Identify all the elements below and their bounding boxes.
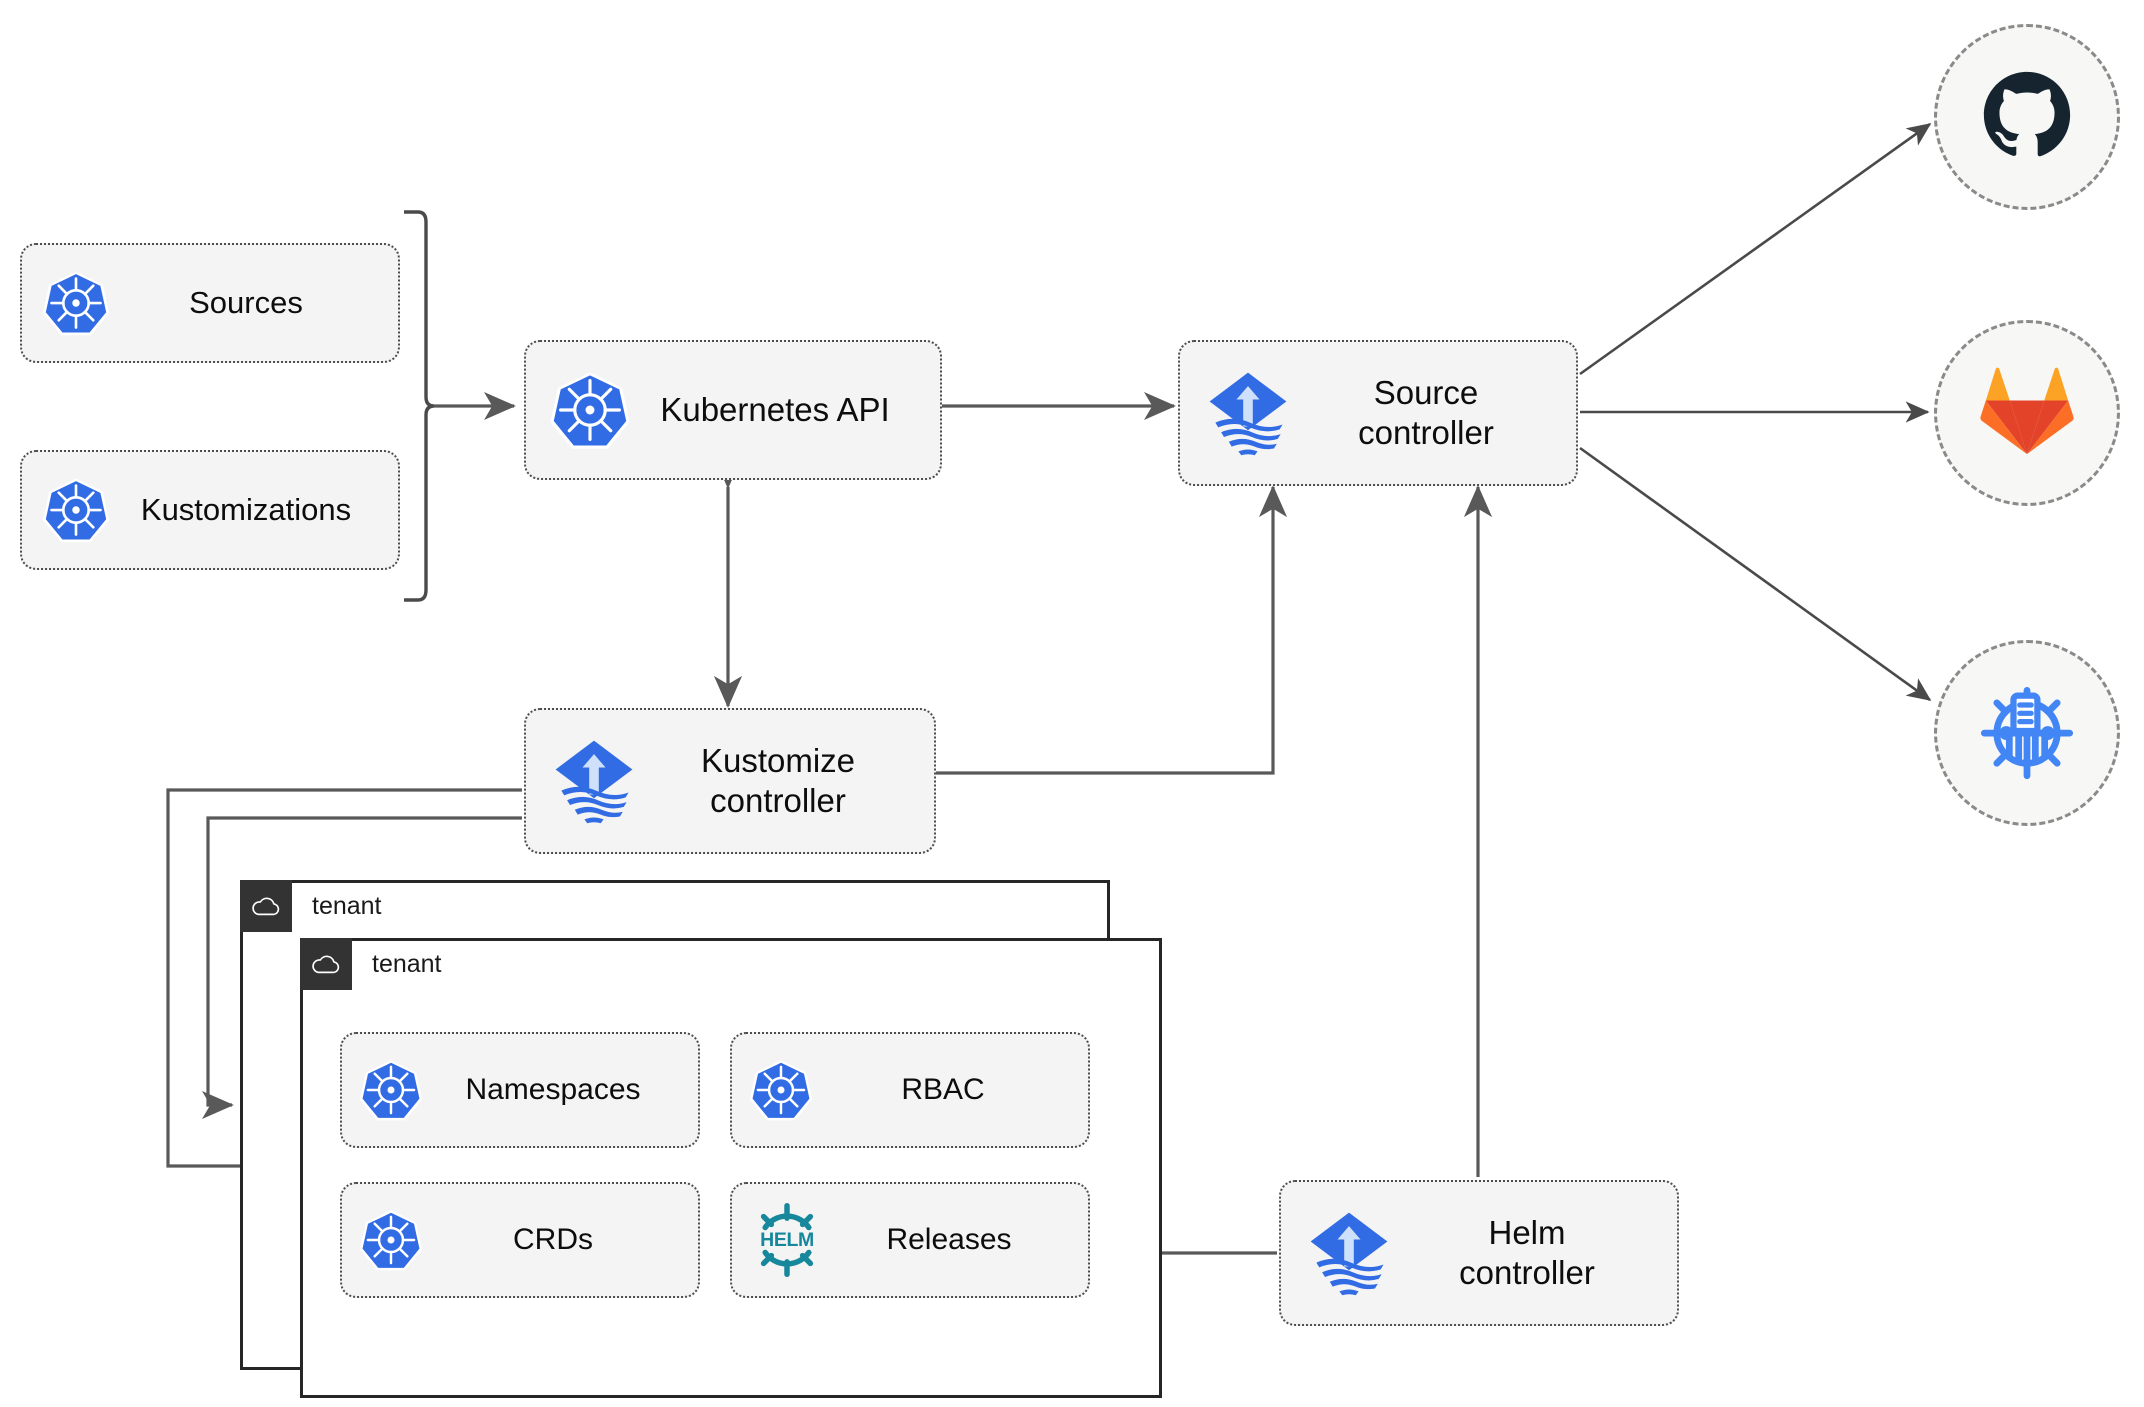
cloud-icon [240, 880, 292, 932]
node-label: Namespaces [465, 1073, 641, 1106]
kubernetes-icon [748, 1057, 814, 1123]
flux-icon [1301, 1205, 1397, 1301]
gitlab-icon [1979, 366, 2075, 461]
cloud-icon [300, 938, 352, 990]
node-label: Kustomize controller [700, 742, 856, 819]
helm-icon: HELM [748, 1201, 826, 1279]
node-namespaces[interactable]: Namespaces [340, 1032, 700, 1148]
node-label: Kubernetes API [660, 391, 890, 429]
provider-github[interactable] [1934, 24, 2120, 210]
kubernetes-icon [40, 267, 112, 339]
node-label: Helm controller [1459, 1214, 1595, 1291]
node-kustomizations[interactable]: Kustomizations [20, 450, 400, 570]
node-helm-controller[interactable]: Helm controller [1279, 1180, 1679, 1326]
kubernetes-icon [358, 1057, 424, 1123]
tenant-label: tenant [372, 949, 442, 978]
node-kustomize-controller[interactable]: Kustomize controller [524, 708, 936, 854]
svg-text:HELM: HELM [760, 1229, 814, 1251]
node-label: RBAC [901, 1073, 985, 1106]
node-label: Kustomizations [140, 492, 352, 528]
node-label: Releases [886, 1223, 1012, 1256]
node-rbac[interactable]: RBAC [730, 1032, 1090, 1148]
provider-helm-repository[interactable] [1934, 640, 2120, 826]
flux-icon [1200, 365, 1296, 461]
kubernetes-icon [40, 474, 112, 546]
provider-gitlab[interactable] [1934, 320, 2120, 506]
node-label: CRDs [513, 1223, 593, 1256]
node-kubernetes-api[interactable]: Kubernetes API [524, 340, 942, 480]
flux-icon [546, 733, 642, 829]
tenant-box-inner [300, 938, 1162, 1398]
kubernetes-icon [358, 1207, 424, 1273]
node-sources[interactable]: Sources [20, 243, 400, 363]
tenant-header-inner: tenant [300, 938, 442, 990]
tenant-label: tenant [312, 891, 382, 920]
node-crds[interactable]: CRDs [340, 1182, 700, 1298]
node-label: Sources [189, 285, 303, 321]
tenant-header-outer: tenant [240, 880, 382, 932]
helm-repository-icon [1975, 679, 2079, 788]
node-releases[interactable]: HELM Releases [730, 1182, 1090, 1298]
kubernetes-icon [548, 368, 632, 452]
node-source-controller[interactable]: Source controller [1178, 340, 1578, 486]
node-label: Source controller [1358, 374, 1494, 451]
github-icon [1978, 66, 2076, 169]
